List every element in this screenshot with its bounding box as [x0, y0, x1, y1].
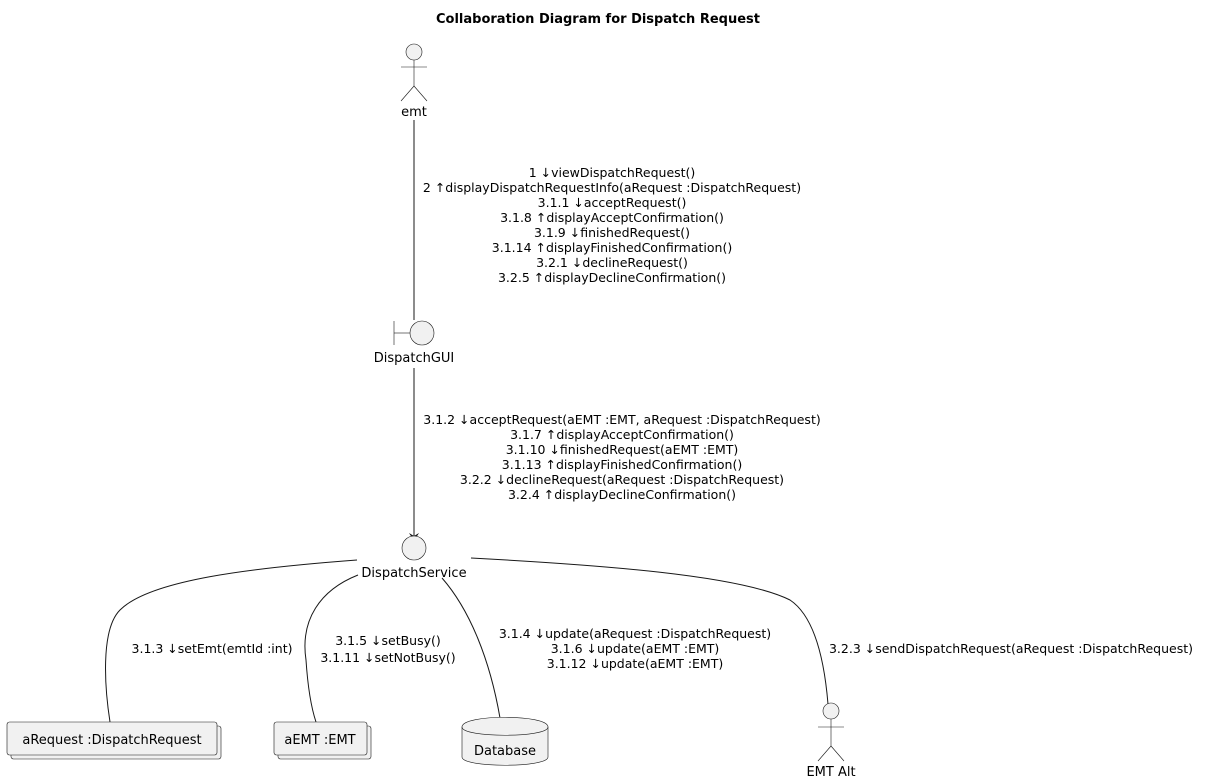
message-label: 1 ↓viewDispatchRequest() [529, 165, 696, 180]
messages-gui-service: 3.1.2 ↓acceptRequest(aEMT :EMT, aRequest… [423, 412, 820, 502]
actor-emt-alt-label: EMT Alt [806, 765, 855, 780]
message-label: 3.2.4 ↑displayDeclineConfirmation() [508, 487, 736, 502]
control-dispatch-service-label: DispatchService [361, 566, 466, 581]
actor-emt-alt[interactable]: EMT Alt [806, 702, 856, 780]
messages-emt-gui: 1 ↓viewDispatchRequest() 2 ↑displayDispa… [423, 165, 801, 285]
message-label: 2 ↑displayDispatchRequestInfo(aRequest :… [423, 180, 801, 195]
boundary-dispatch-gui-label: DispatchGUI [374, 351, 455, 366]
message-label: 3.1.13 ↑displayFinishedConfirmation() [502, 457, 742, 472]
message-label: 3.1.6 ↓update(aEMT :EMT) [551, 641, 720, 656]
message-label: 3.1.11 ↓setNotBusy() [320, 650, 455, 665]
database-icon [461, 717, 549, 766]
message-label: 3.2.1 ↓declineRequest() [536, 255, 688, 270]
database-label: Database [474, 744, 536, 759]
message-label: 3.1.12 ↓update(aEMT :EMT) [547, 656, 723, 671]
collection-a-request[interactable]: aRequest :DispatchRequest [6, 721, 222, 760]
message-label: 3.1.7 ↑displayAcceptConfirmation() [510, 427, 734, 442]
message-label: 3.2.5 ↑displayDeclineConfirmation() [498, 270, 726, 285]
message-label: 3.1.2 ↓acceptRequest(aEMT :EMT, aRequest… [423, 412, 820, 427]
link-service-emtalt [470, 557, 829, 705]
collection-a-request-label: aRequest :DispatchRequest [22, 733, 201, 748]
message-label: 3.2.2 ↓declineRequest(aRequest :Dispatch… [460, 472, 784, 487]
actor-head-icon [822, 702, 840, 720]
link-service-database [441, 577, 501, 719]
collection-a-emt-label: aEMT :EMT [284, 733, 355, 748]
message-label: 3.1.9 ↓finishedRequest() [534, 225, 690, 240]
link-service-emt [304, 574, 359, 723]
control-dispatch-service[interactable]: DispatchService [361, 535, 467, 581]
message-label: 3.2.3 ↓sendDispatchRequest(aRequest :Dis… [829, 641, 1193, 656]
message-label: 3.1.8 ↑displayAcceptConfirmation() [500, 210, 724, 225]
actor-emt[interactable]: emt [400, 43, 428, 120]
actor-emt-label: emt [401, 105, 427, 120]
message-label: 3.1.4 ↓update(aRequest :DispatchRequest) [499, 626, 771, 641]
message-label: 3.1.1 ↓acceptRequest() [538, 195, 687, 210]
diagram-title: Collaboration Diagram for Dispatch Reque… [436, 12, 760, 27]
boundary-dispatch-gui[interactable]: DispatchGUI [374, 320, 455, 366]
message-label: 3.1.10 ↓finishedRequest(aEMT :EMT) [506, 442, 739, 457]
link-service-request [105, 559, 358, 723]
database-node[interactable]: Database [461, 717, 549, 766]
collection-a-emt[interactable]: aEMT :EMT [273, 721, 372, 760]
message-label: 3.1.14 ↑displayFinishedConfirmation() [492, 240, 732, 255]
control-icon [401, 535, 427, 561]
actor-head-icon [405, 43, 423, 61]
message-label: 3.1.3 ↓setEmt(emtId :int) [132, 641, 293, 656]
message-label: 3.1.5 ↓setBusy() [335, 633, 441, 648]
